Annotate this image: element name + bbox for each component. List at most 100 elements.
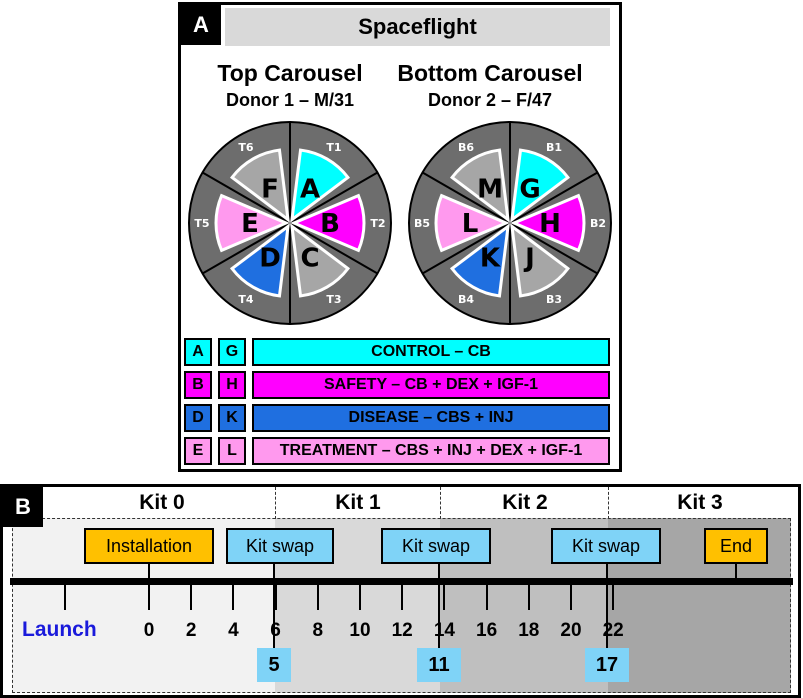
event-connector: [148, 564, 150, 580]
wedge-position: T2: [370, 217, 385, 230]
wedge-d: [229, 223, 290, 298]
carousel-divider: [202, 171, 291, 224]
tick-mark: [148, 584, 150, 610]
event-kit-swap-3: Kit swap: [551, 528, 661, 564]
wedge-f: [229, 148, 290, 223]
kit-2-label: Kit 2: [502, 491, 548, 514]
top-carousel-title: Top Carousel: [217, 60, 363, 86]
tick-mark: [190, 584, 193, 610]
legend-key-l: L: [218, 437, 246, 465]
kit-3-label: Kit 3: [677, 491, 723, 514]
panel-b: [0, 484, 801, 698]
tick-mark: [316, 584, 319, 610]
kit-1-label: Kit 1: [335, 491, 381, 514]
timeline-outline: [12, 518, 791, 693]
bottom-carousel-donor: Donor 2 – F/47: [427, 90, 553, 110]
carousel-divider: [422, 222, 511, 275]
wedge-position: T5: [194, 217, 209, 230]
kit-divider-1: [275, 487, 276, 519]
tick-mark: [359, 584, 361, 610]
wedge-letter: A: [300, 174, 320, 204]
tick-mark: [274, 584, 277, 610]
wedge-g: [510, 148, 571, 223]
wedge-letter: L: [462, 209, 479, 239]
swap-day-11: 11: [417, 648, 461, 682]
wedge-position: T6: [238, 141, 254, 154]
tick-label: 22: [602, 620, 624, 641]
event-connector: [606, 564, 608, 649]
tick-label: 18: [518, 620, 540, 641]
event-connector: [273, 564, 275, 649]
bottom-carousel-title: Bottom Carousel: [397, 60, 583, 86]
wedge-m: [449, 148, 510, 223]
kit-0-label: Kit 0: [139, 491, 185, 514]
tick-label: 16: [476, 620, 498, 641]
top-carousel-donor: Donor 1 – M/31: [225, 90, 355, 110]
tick-mark: [527, 584, 530, 610]
carousel-divider: [509, 222, 598, 275]
swap-day-17: 17: [585, 648, 629, 682]
timeline-axis: [10, 578, 793, 585]
tick-mark: [485, 584, 488, 610]
wedge-letter: B: [320, 209, 340, 239]
tick-label: 2: [185, 620, 197, 641]
wedge-position: B2: [590, 217, 606, 230]
wedge-position: T4: [238, 293, 254, 306]
tick-label: 0: [143, 620, 155, 641]
legend-key-a: A: [184, 338, 212, 366]
wedge-j: [510, 223, 571, 298]
wedge-letter: M: [477, 174, 503, 204]
legend-label-treatment: TREATMENT – CBS + INJ + DEX + IGF-1: [252, 437, 610, 465]
wedge-e: [214, 193, 290, 253]
legend-key-h: H: [218, 371, 246, 399]
tick-mark: [570, 584, 572, 610]
wedge-letter: D: [259, 244, 281, 274]
legend-label-safety: SAFETY – CB + DEX + IGF-1: [252, 371, 610, 399]
wedge-position: B1: [546, 141, 562, 154]
legend-key-e: E: [184, 437, 212, 465]
tick-label: 12: [391, 620, 413, 641]
kit-divider-3: [608, 487, 609, 519]
panel-a-label: A: [181, 5, 221, 45]
panel-b-label: B: [3, 487, 43, 527]
wedge-k: [449, 223, 510, 298]
wedge-position: B5: [414, 217, 430, 230]
legend-key-k: K: [218, 404, 246, 432]
kit-divider-2: [440, 487, 441, 519]
panel-a-title: Spaceflight: [225, 8, 610, 46]
wedge-b: [290, 193, 366, 253]
wedge-position: B4: [458, 293, 474, 306]
event-connector: [438, 564, 440, 649]
wedge-a: [290, 148, 351, 223]
tick-label: 20: [560, 620, 582, 641]
legend-label-control: CONTROL – CB: [252, 338, 610, 366]
legend-key-d: D: [184, 404, 212, 432]
event-connector: [735, 564, 737, 580]
wedge-letter: E: [241, 209, 259, 239]
tick-mark: [232, 584, 235, 610]
legend-label-disease: DISEASE – CBS + INJ: [252, 404, 610, 432]
carousel-divider: [509, 171, 598, 224]
wedge-letter: J: [523, 244, 535, 274]
wedge-letter: G: [519, 174, 540, 204]
wedge-position: B6: [458, 141, 474, 154]
swap-day-5: 5: [257, 648, 291, 682]
event-end: End: [704, 528, 768, 564]
wedge-letter: H: [539, 209, 561, 239]
wedge-letter: F: [261, 174, 279, 204]
tick-label: 6: [270, 620, 281, 641]
tick-label: 8: [312, 620, 324, 641]
tick-label: 4: [228, 620, 239, 641]
event-kit-swap-2: Kit swap: [381, 528, 491, 564]
event-kit-swap-1: Kit swap: [226, 528, 334, 564]
wedge-position: T1: [326, 141, 341, 154]
legend: A G CONTROL – CB B H SAFETY – CB + DEX +…: [184, 338, 614, 468]
tick-mark: [63, 584, 66, 610]
event-installation: Installation: [84, 528, 214, 564]
carousel-divider: [289, 171, 378, 224]
legend-key-g: G: [218, 338, 246, 366]
legend-key-b: B: [184, 371, 212, 399]
tick-mark: [612, 584, 615, 610]
